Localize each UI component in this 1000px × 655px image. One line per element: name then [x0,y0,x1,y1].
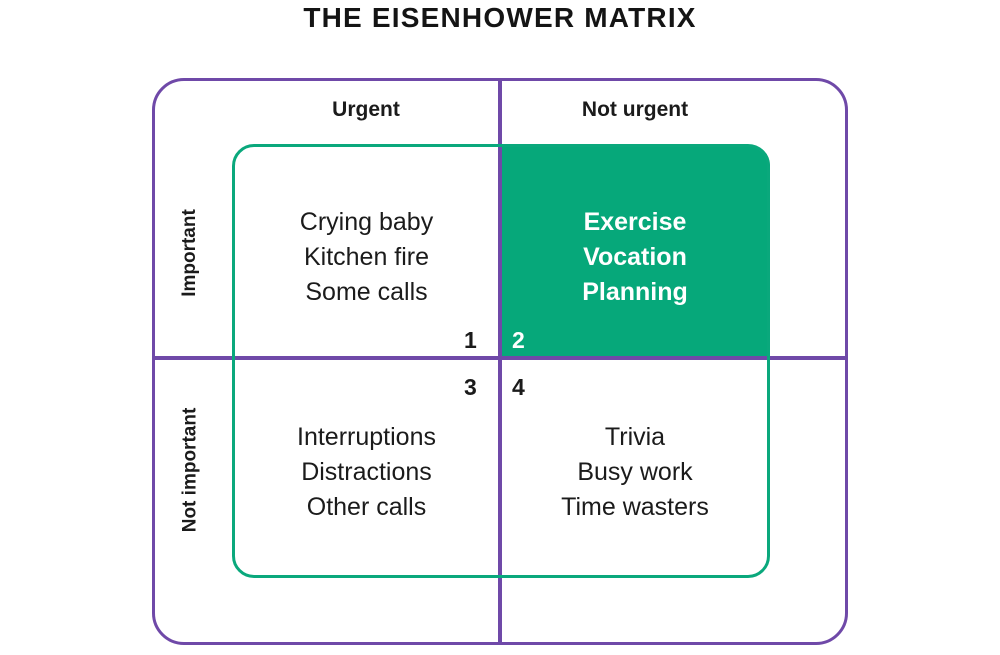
quadrant-4-task-list: Trivia Busy work Time wasters [502,420,768,525]
quadrant-2-number: 2 [512,327,525,353]
quadrant-2-task-item: Vocation [583,243,687,271]
column-header-urgent: Urgent [332,98,400,121]
inner-frame-border [232,144,770,578]
quadrant-2-highlight-block [500,145,770,358]
quadrant-1-number: 1 [464,327,477,353]
row-divider-line [152,356,848,360]
row-header-important-label: Important [179,208,201,297]
quadrant-3-task-item: Distractions [301,458,432,486]
quadrant-4-task-item: Time wasters [561,493,709,521]
column-header-not-urgent: Not urgent [581,98,689,121]
quadrant-3-task-item: Other calls [306,493,427,521]
row-header-not-important-label: Not important [179,407,201,532]
quadrant-1-task-list: Crying baby Kitchen fire Some calls [235,205,498,310]
quadrant-1-task-item: Crying baby [299,208,434,236]
page-title: THE EISENHOWER MATRIX [303,2,697,33]
quadrant-2-task-item: Exercise [583,208,687,236]
quadrant-4-task-item: Busy work [577,458,693,486]
quadrant-2-task-list: Exercise Vocation Planning [502,205,768,310]
row-header-important: Important [168,150,212,355]
quadrant-3-task-list: Interruptions Distractions Other calls [235,420,498,525]
row-header-not-important: Not important [168,362,212,577]
quadrant-3-number: 3 [464,374,477,400]
quadrant-4-number: 4 [512,374,525,400]
quadrant-1-task-item: Some calls [305,278,428,306]
quadrant-3-task-item: Interruptions [297,423,436,451]
quadrant-1-task-item: Kitchen fire [303,243,430,271]
quadrant-2-task-item: Planning [582,278,688,306]
quadrant-4-task-item: Trivia [604,423,666,451]
column-divider-line [498,78,502,645]
